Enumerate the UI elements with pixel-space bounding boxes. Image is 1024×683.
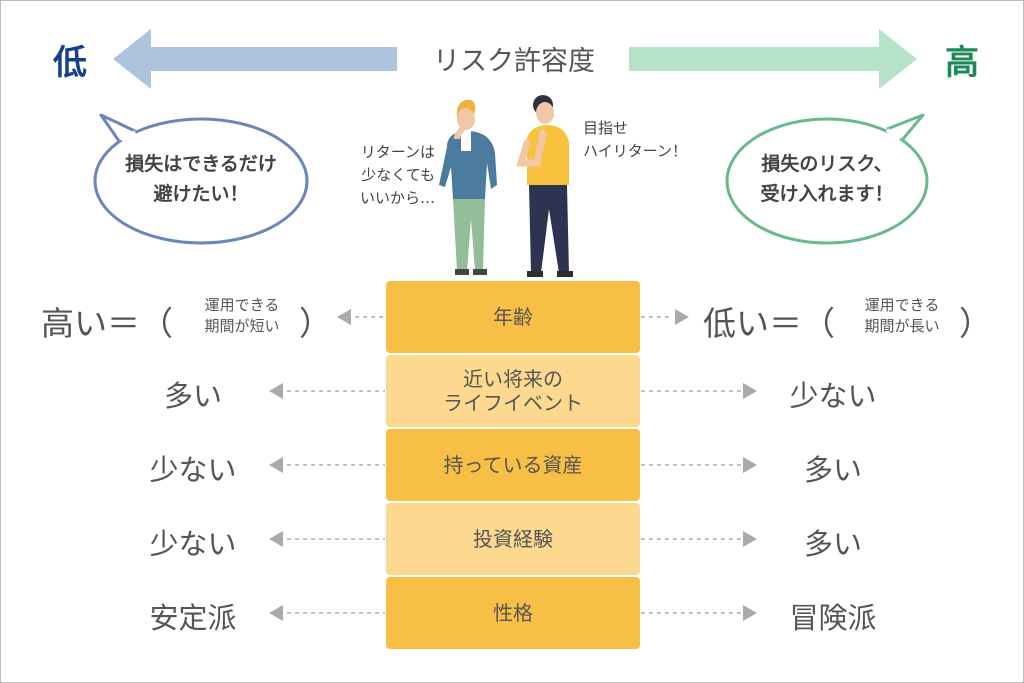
quote-right-line-1: 目指せ: [583, 119, 629, 137]
quote-right-line-2: ハイリターン！: [583, 142, 687, 160]
cautious-person-figure: [439, 99, 497, 275]
factor-label-age: 年齢: [493, 305, 533, 329]
age-right-close-paren: ）: [959, 304, 992, 343]
high-arrow: [629, 29, 917, 89]
right-bubble-text: 損失のリスク、 受け入れます！: [727, 149, 927, 209]
risk-tolerance-axis: [113, 29, 917, 89]
low-arrow: [113, 29, 397, 89]
personality-low-value: 安定派: [149, 601, 237, 635]
experience-high-value: 多い: [803, 527, 862, 561]
age-left-note-line-2: 期間が短い: [204, 317, 280, 335]
factor-label-personality: 性格: [493, 601, 533, 625]
right-speech-bubble: [725, 113, 929, 245]
left-bubble-line-2: 避けたい！: [153, 183, 249, 205]
row-1-arrows: [337, 309, 689, 325]
age-right-note-line-2: 期間が長い: [864, 317, 940, 335]
quote-left-line-3: いいから…: [359, 189, 435, 207]
factor-box-personality: 性格: [386, 577, 640, 649]
age-right-note-line-1: 運用できる: [864, 296, 940, 314]
bold-person-quote: 目指せ ハイリターン！: [583, 117, 713, 163]
right-bubble-line-2: 受け入れます！: [760, 183, 894, 205]
experience-low-value: 少ない: [149, 527, 237, 561]
age-high-tolerance-value: 低い＝（: [703, 304, 835, 343]
row-3-arrows: [269, 457, 757, 473]
axis-title: リスク許容度: [433, 46, 595, 77]
assets-high-value: 多い: [803, 453, 862, 487]
factor-box-life-events: 近い将来の ライフイベント: [386, 355, 640, 427]
high-label: 高: [945, 43, 979, 83]
people-illustration: [439, 95, 573, 277]
factor-label-life-events-line-2: ライフイベント: [443, 391, 583, 415]
age-left-note-line-1: 運用できる: [204, 296, 280, 314]
age-left-close-paren: ）: [299, 304, 332, 343]
assets-low-value: 少ない: [149, 453, 237, 487]
age-short-period-note: 運用できる 期間が短い: [187, 295, 297, 337]
quote-left-line-2: 少なくても: [361, 166, 435, 184]
factor-box-age: 年齢: [386, 281, 640, 353]
quote-left-line-1: リターンは: [360, 143, 435, 161]
row-2-arrows: [269, 383, 757, 399]
cautious-person-quote: リターンは 少なくても いいから…: [331, 141, 435, 210]
personality-high-value: 冒険派: [789, 601, 877, 635]
factor-label-life-events-line-1: 近い将来の: [463, 367, 563, 391]
age-low-tolerance-value: 高い＝（: [41, 304, 173, 343]
factor-label-experience: 投資経験: [473, 527, 553, 551]
left-bubble-line-1: 損失はできるだけ: [125, 153, 277, 175]
factor-label-assets: 持っている資産: [443, 453, 583, 477]
life-events-high-value: 少ない: [789, 379, 877, 413]
bold-person-figure: [516, 95, 573, 277]
row-4-arrows: [269, 531, 757, 547]
life-events-low-value: 多い: [163, 379, 222, 413]
factor-box-experience: 投資経験: [386, 503, 640, 575]
low-label: 低: [53, 43, 87, 83]
left-speech-bubble: [93, 113, 309, 245]
right-bubble-line-1: 損失のリスク、: [761, 153, 893, 175]
age-long-period-note: 運用できる 期間が長い: [847, 295, 957, 337]
speech-bubbles: [93, 113, 929, 245]
factor-box-assets: 持っている資産: [386, 429, 640, 501]
left-bubble-text: 損失はできるだけ 避けたい！: [101, 149, 301, 209]
factor-arrows: [269, 309, 757, 621]
row-5-arrows: [269, 605, 757, 621]
